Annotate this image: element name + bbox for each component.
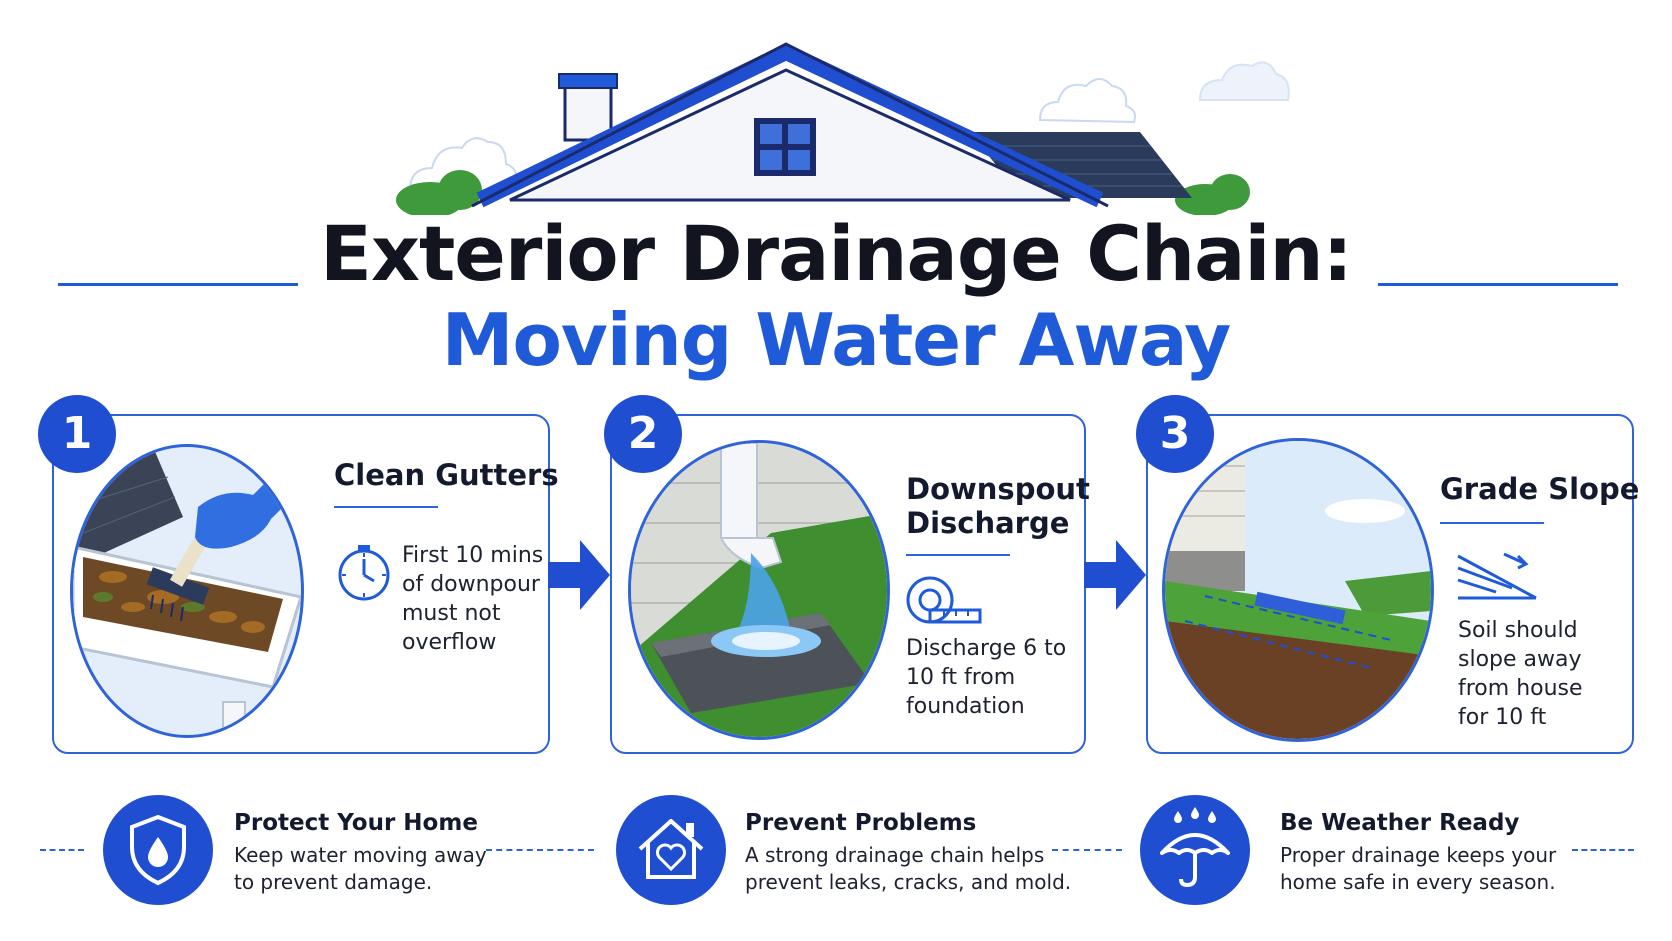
benefit-description: Keep water moving away to prevent damage… bbox=[234, 843, 487, 894]
page-subtitle: Moving Water Away bbox=[441, 298, 1231, 382]
cloud-right-icon bbox=[1038, 61, 1290, 124]
title-rule-right bbox=[1378, 283, 1618, 286]
house-roof-illustration bbox=[396, 42, 1290, 215]
arrow-right-icon bbox=[1084, 540, 1146, 610]
step-description: First 10 mins of downpour must not overf… bbox=[402, 543, 544, 655]
house-heart-icon bbox=[616, 795, 726, 905]
downspout-illustration bbox=[628, 440, 890, 740]
divider-dashed bbox=[486, 849, 594, 851]
umbrella-rain-icon bbox=[1140, 795, 1250, 905]
step-number-badge: 1 bbox=[38, 395, 116, 473]
shield-water-drop-icon bbox=[103, 795, 213, 905]
chimney bbox=[563, 80, 613, 142]
step-title: Clean Gutters bbox=[334, 458, 559, 492]
divider-dashed bbox=[1052, 849, 1122, 851]
bushes bbox=[396, 170, 1250, 215]
benefit-description: Proper drainage keeps your home safe in … bbox=[1280, 843, 1557, 894]
benefit-title: Protect Your Home bbox=[234, 810, 478, 836]
grade-slope-illustration bbox=[1162, 438, 1434, 742]
step-description: Discharge 6 to 10 ft from foundation bbox=[906, 636, 1067, 719]
stopwatch-icon bbox=[338, 545, 390, 601]
benefit-description: A strong drainage chain helps prevent le… bbox=[745, 843, 1072, 894]
step-title: Grade Slope bbox=[1440, 472, 1640, 506]
page-title: Exterior Drainage Chain: bbox=[320, 209, 1353, 298]
step-number-badge: 3 bbox=[1136, 395, 1214, 473]
divider-dashed bbox=[40, 849, 84, 851]
step-number-badge: 2 bbox=[604, 395, 682, 473]
arrow-right-icon bbox=[548, 540, 610, 610]
title-rule-left bbox=[58, 283, 298, 286]
gutter-cleaning-illustration bbox=[70, 444, 304, 738]
step-title-underline bbox=[906, 554, 1010, 556]
benefit-title: Prevent Problems bbox=[745, 810, 977, 836]
tape-measure-icon bbox=[906, 576, 982, 624]
cloud-left-icon bbox=[408, 137, 518, 191]
benefit-title: Be Weather Ready bbox=[1280, 810, 1520, 836]
step-description: Soil should slope away from house for 10… bbox=[1458, 618, 1583, 730]
slope-icon bbox=[1457, 552, 1537, 600]
step-title-underline bbox=[334, 506, 438, 508]
step-title: Downspout Discharge bbox=[906, 472, 1090, 540]
step-title-underline bbox=[1440, 522, 1544, 524]
divider-dashed bbox=[1572, 849, 1634, 851]
